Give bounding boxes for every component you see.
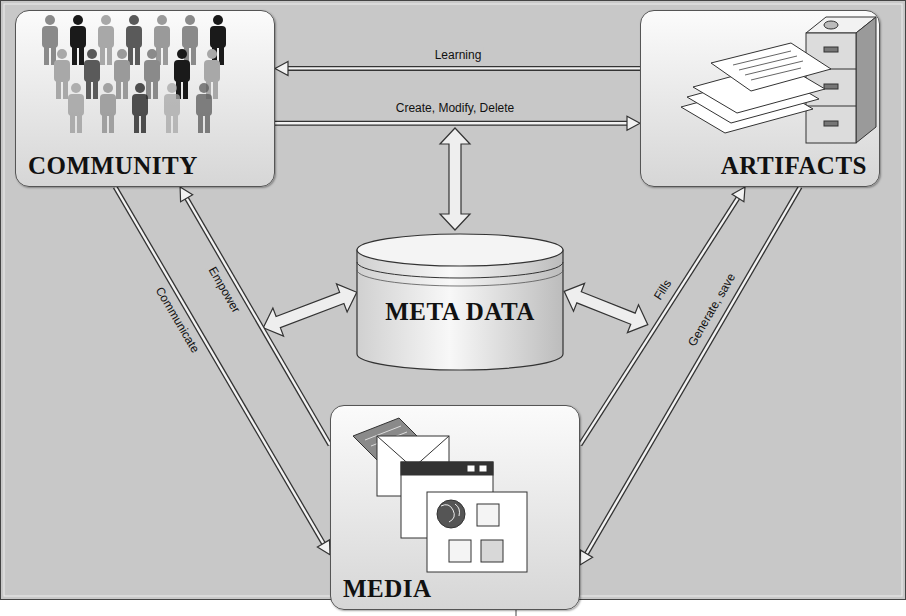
node-title: META DATA <box>385 298 535 327</box>
person-figure <box>174 49 190 99</box>
media-icons-illustration <box>331 406 581 574</box>
person-figure <box>42 15 58 65</box>
relation-arrow <box>580 187 745 445</box>
relation-arrow <box>275 116 640 130</box>
double-arrow <box>559 277 654 338</box>
person-figure <box>84 49 100 99</box>
relation-arrow <box>275 61 640 75</box>
node-title: MEDIA <box>343 575 432 604</box>
person-figure <box>196 83 212 133</box>
edge-label: Create, Modify, Delete <box>394 101 517 116</box>
person-figure <box>132 83 148 133</box>
node-title: ARTIFACTS <box>721 152 867 181</box>
person-figure <box>68 83 84 133</box>
relation-arrow <box>180 187 330 445</box>
node-title: COMMUNITY <box>28 152 198 181</box>
media-box: MEDIA <box>330 405 580 610</box>
edge-label: Fills <box>650 275 676 304</box>
person-figure <box>144 49 160 99</box>
person-figure <box>126 15 142 65</box>
double-arrow <box>258 278 362 342</box>
relation-arrow <box>580 187 800 565</box>
inner-frame <box>4 4 902 596</box>
person-figure <box>154 15 170 65</box>
ground <box>1 1 906 600</box>
metadata-links <box>258 128 653 342</box>
person-figure <box>54 49 70 99</box>
edge-label: Communicate <box>151 283 204 358</box>
artifacts-box: ARTIFACTS <box>640 10 880 187</box>
double-arrow <box>440 128 470 230</box>
person-figure <box>100 83 116 133</box>
edge-label: Generate, save <box>684 269 740 351</box>
person-figure <box>114 49 130 99</box>
person-figure <box>70 15 86 65</box>
edge-label: Empower <box>204 263 244 318</box>
file-cabinet-illustration <box>641 11 881 151</box>
relation-arrow <box>115 187 330 555</box>
metadata-cylinder: META DATA <box>355 232 565 372</box>
community-box: COMMUNITY <box>15 10 275 187</box>
person-figure <box>164 83 180 133</box>
edge-label: Learning <box>433 48 484 63</box>
person-figure <box>98 15 114 65</box>
people-illustration <box>16 11 276 151</box>
